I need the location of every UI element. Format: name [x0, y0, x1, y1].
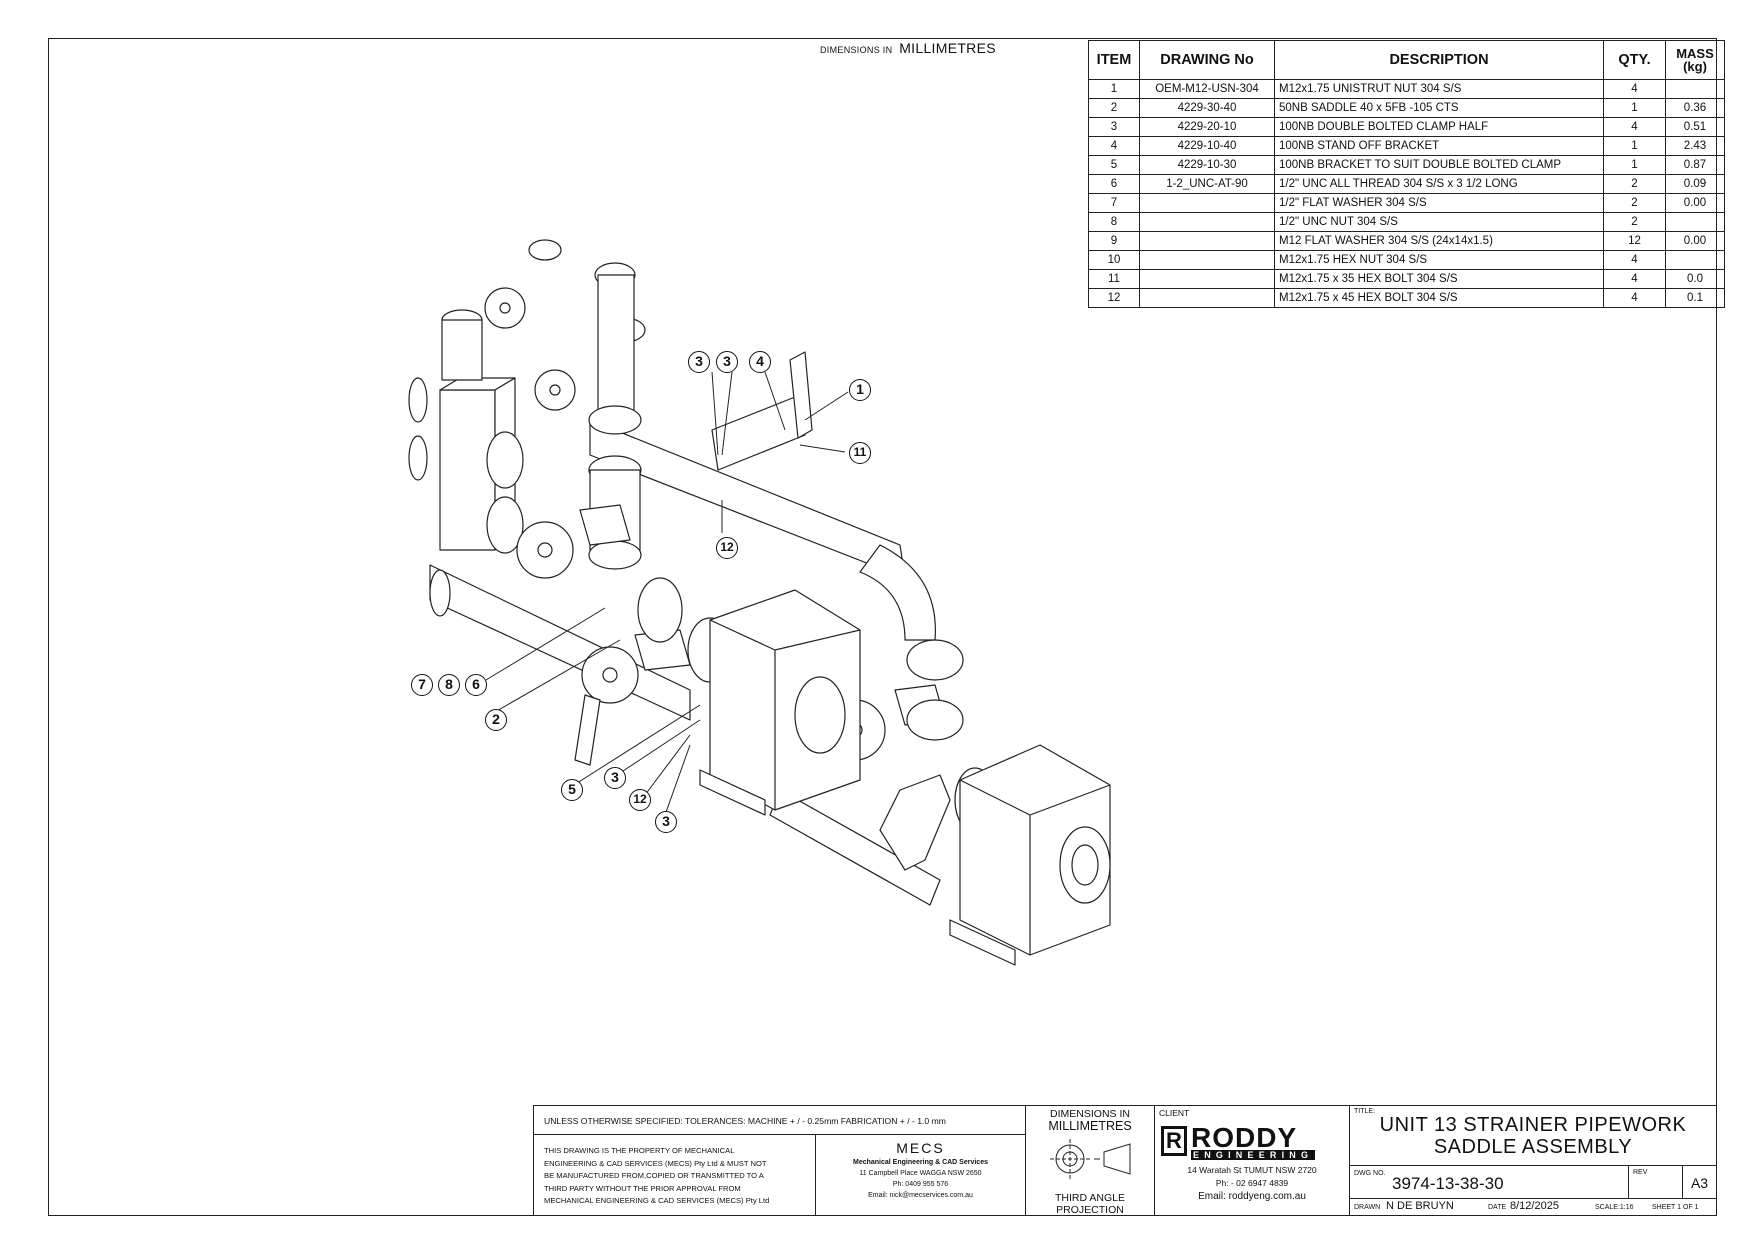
item-balloon: 3: [604, 767, 626, 789]
client-phone: Ph: - 02 6947 4839: [1215, 1178, 1289, 1188]
bom-header-row: ITEM DRAWING No DESCRIPTION QTY. MASS (k…: [1088, 40, 1725, 80]
bom-cell-mass: 0.51: [1665, 117, 1725, 137]
rev-label: REV: [1633, 1169, 1648, 1176]
drawn-label: DRAWN: [1354, 1204, 1381, 1211]
drawing-title-line1: UNIT 13 STRAINER PIPEWORK: [1379, 1114, 1687, 1136]
mecs-email: Email: nick@mecservices.com.au: [868, 1192, 973, 1199]
mecs-logo: MECS: [896, 1140, 945, 1156]
client-address: 14 Waratah St TUMUT NSW 2720: [1187, 1165, 1317, 1175]
drawing-scale: SCALE:1:16: [1595, 1204, 1634, 1211]
projection-label: THIRD ANGLE PROJECTION: [1054, 1192, 1125, 1216]
title-block: UNLESS OTHERWISE SPECIFIED: TOLERANCES: …: [533, 1105, 1717, 1216]
dimensions-note: DIMENSIONS IN MILLIMETRES: [820, 40, 996, 56]
bom-cell-mass: 0.00: [1665, 193, 1725, 213]
drawing-date: 8/12/2025: [1510, 1200, 1559, 1212]
client-label: CLIENT: [1159, 1108, 1190, 1118]
bom-header-mass: MASS (kg): [1665, 40, 1725, 80]
property-line: BE MANUFACTURED FROM,COPIED OR TRANSMITT…: [544, 1171, 764, 1180]
bill-of-materials: ITEM DRAWING No DESCRIPTION QTY. MASS (k…: [1088, 40, 1725, 308]
dimensions-label: DIMENSIONS IN: [820, 45, 893, 55]
bom-header-item: ITEM: [1088, 40, 1140, 80]
property-line: THIS DRAWING IS THE PROPERTY OF MECHANIC…: [544, 1146, 735, 1155]
mecs-details: MECS Mechanical Engineering & CAD Servic…: [816, 1139, 1025, 1201]
projection-box: DIMENSIONS IN MILLIMETRES THIRD ANGLE PR…: [1025, 1105, 1155, 1216]
roddy-logo-text: RODDY: [1191, 1122, 1298, 1153]
bom-cell-description: M12 FLAT WASHER 304 S/S (24x14x1.5): [1274, 231, 1604, 251]
property-notice: THIS DRAWING IS THE PROPERTY OF MECHANIC…: [544, 1145, 769, 1208]
item-balloon: 3: [688, 351, 710, 373]
property-line: THIRD PARTY WITHOUT THE PRIOR APPROVAL F…: [544, 1183, 741, 1193]
item-balloon: 1: [849, 379, 871, 401]
client-email: Email: roddyeng.com.au: [1198, 1191, 1306, 1202]
size-box: A3: [1682, 1165, 1717, 1199]
bom-cell-mass: 0.00: [1665, 231, 1725, 251]
sheet-size: A3: [1690, 1175, 1709, 1191]
dwg-no-label: DWG NO.: [1354, 1170, 1386, 1177]
roddy-logo: R RODDY ENGINEERING: [1161, 1122, 1345, 1160]
bom-cell-description: M12x1.75 UNISTRUT NUT 304 S/S: [1274, 79, 1604, 99]
item-balloon: 3: [716, 351, 738, 373]
bom-cell-mass: 0.36: [1665, 98, 1725, 118]
item-balloon: 12: [716, 537, 738, 559]
third-angle-projection-icon: [1050, 1139, 1131, 1179]
dimensions-unit: MILLIMETRES: [899, 40, 996, 56]
bom-cell-description: 50NB SADDLE 40 x 5FB -105 CTS: [1274, 98, 1604, 118]
bom-cell-description: 1/2" UNC ALL THREAD 304 S/S x 3 1/2 LONG: [1274, 174, 1604, 194]
rev-box: REV: [1628, 1165, 1683, 1199]
dwg-no: 3974-13-38-30: [1392, 1174, 1504, 1193]
dims-label-line: DIMENSIONS IN: [1050, 1108, 1130, 1120]
client-contact: 14 Waratah St TUMUT NSW 2720 Ph: - 02 69…: [1155, 1164, 1349, 1203]
title-box: TITLE: UNIT 13 STRAINER PIPEWORK SADDLE …: [1349, 1105, 1717, 1166]
roddy-logo-subtext: ENGINEERING: [1191, 1150, 1316, 1160]
mecs-phone: Ph: 0409 955 576: [892, 1181, 949, 1188]
bom-cell-description: M12x1.75 HEX NUT 304 S/S: [1274, 250, 1604, 270]
drawn-by: N DE BRUYN: [1386, 1200, 1454, 1212]
title-label: TITLE:: [1354, 1108, 1376, 1115]
tolerance-note: UNLESS OTHERWISE SPECIFIED: TOLERANCES: …: [544, 1116, 946, 1126]
sheet-number: SHEET 1 OF 1: [1652, 1204, 1699, 1211]
date-label: DATE: [1488, 1204, 1507, 1211]
projection-dims-label: DIMENSIONS IN MILLIMETRES: [1026, 1108, 1154, 1132]
dwg-no-box: DWG NO. 3974-13-38-30: [1349, 1165, 1629, 1199]
property-box: THIS DRAWING IS THE PROPERTY OF MECHANIC…: [533, 1134, 816, 1216]
item-balloon: 7: [411, 674, 433, 696]
bom-cell-description: M12x1.75 x 35 HEX BOLT 304 S/S: [1274, 269, 1604, 289]
item-balloon: 6: [465, 674, 487, 696]
item-balloon: 2: [485, 709, 507, 731]
property-line: ENGINEERING & CAD SERVICES (MECS) Pty Lt…: [544, 1158, 767, 1168]
mecs-address: 11 Campbell Place WAGGA NSW 2650: [859, 1170, 982, 1177]
item-balloon: 12: [629, 789, 651, 811]
dims-label-unit: MILLIMETRES: [1048, 1119, 1132, 1133]
bom-cell-drawing: 4229-20-10: [1139, 117, 1275, 137]
drawing-title: UNIT 13 STRAINER PIPEWORK SADDLE ASSEMBL…: [1350, 1114, 1716, 1158]
drawn-row: DRAWN N DE BRUYN DATE 8/12/2025 SCALE:1:…: [1349, 1198, 1717, 1216]
mecs-name: Mechanical Engineering & CAD Services: [853, 1159, 988, 1166]
item-balloon: 8: [438, 674, 460, 696]
client-box: CLIENT R RODDY ENGINEERING 14 Waratah St…: [1154, 1105, 1350, 1216]
item-balloon: 5: [561, 779, 583, 801]
tolerance-box: UNLESS OTHERWISE SPECIFIED: TOLERANCES: …: [533, 1105, 1026, 1135]
bom-cell-drawing: 4229-10-40: [1139, 136, 1275, 156]
mecs-box: MECS Mechanical Engineering & CAD Servic…: [815, 1134, 1026, 1216]
item-balloon: 3: [655, 811, 677, 833]
item-balloon: 4: [749, 351, 771, 373]
property-line: MECHANICAL ENGINEERING & CAD SERVICES (M…: [544, 1196, 770, 1205]
item-balloon: 11: [849, 442, 871, 464]
roddy-logo-mark: R: [1161, 1126, 1187, 1156]
bom-cell-mass: 0.1: [1665, 288, 1725, 308]
drawing-title-line2: SADDLE ASSEMBLY: [1433, 1136, 1633, 1158]
